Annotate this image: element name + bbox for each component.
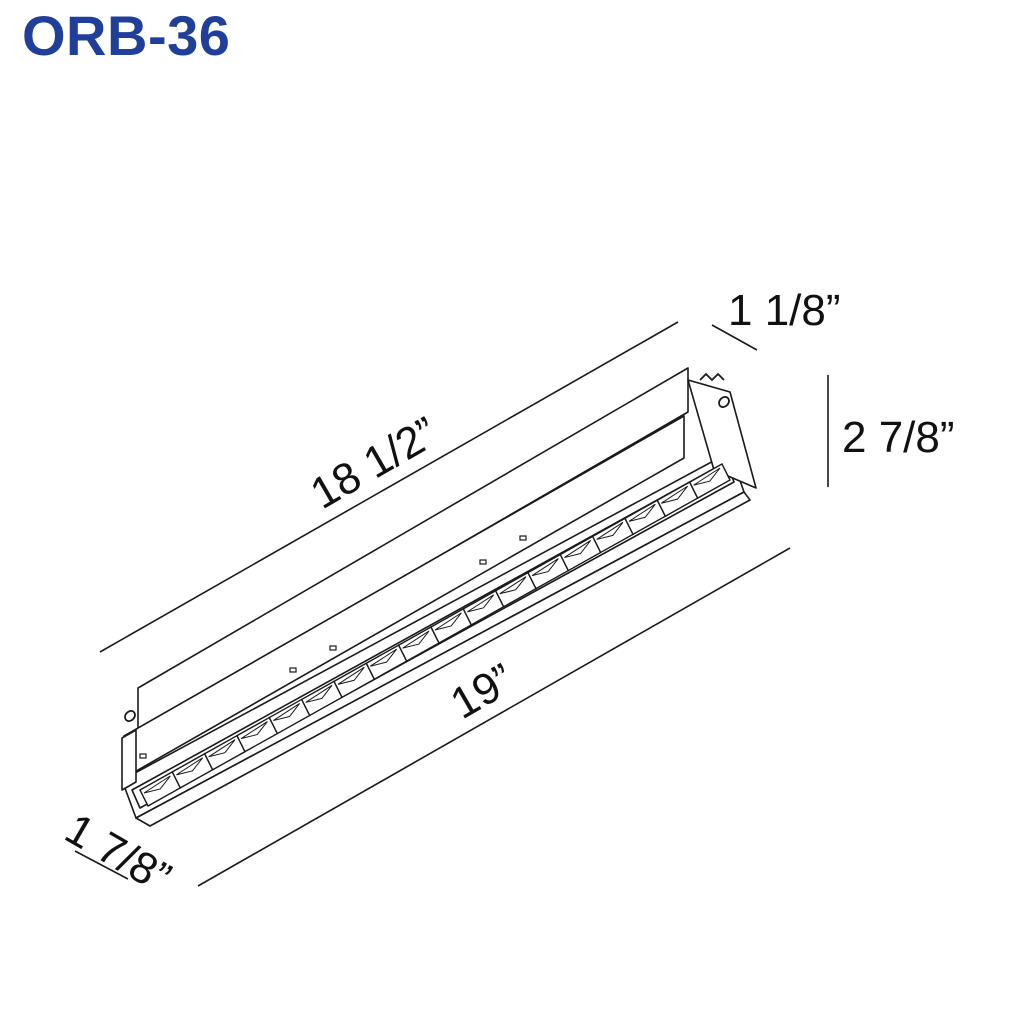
product-title: ORB-36 — [22, 4, 231, 67]
slot-mark — [329, 645, 337, 651]
louver-reflector — [305, 684, 333, 703]
end-cap — [687, 379, 757, 489]
louver-reflector — [240, 721, 268, 740]
spring-clips — [124, 372, 730, 722]
louver-reflector — [628, 503, 656, 522]
aperture — [131, 461, 735, 809]
louver-reflector — [370, 648, 398, 667]
louver-reflector — [693, 467, 721, 486]
spring-clip-right — [699, 372, 730, 408]
louver-reflector — [143, 775, 171, 794]
spring-clip-left — [124, 710, 136, 722]
louver-reflector — [499, 576, 527, 595]
label-height: 2 7/8” — [842, 413, 955, 462]
louver-reflector — [208, 739, 236, 758]
louver-reflector — [402, 630, 430, 649]
louver-reflector — [531, 558, 559, 577]
louver-reflector — [596, 521, 624, 540]
housing-slots — [139, 535, 527, 759]
dimension-line-top-length — [99, 321, 679, 653]
dimension-line-width — [74, 850, 129, 880]
louver-reflector — [661, 485, 689, 504]
louver-reflector — [564, 540, 592, 559]
louver-reflector — [337, 666, 365, 685]
slot-mark — [479, 559, 487, 565]
dimension-line-depth — [711, 324, 758, 351]
dimension-lines — [74, 321, 829, 887]
label-top-length: 18 1/2” — [303, 408, 446, 519]
mounting-plate — [137, 367, 689, 731]
louver-reflector — [176, 757, 204, 776]
label-bottom-length: 19” — [443, 654, 523, 728]
label-depth: 1 1/8” — [728, 286, 841, 335]
dimension-line-bottom-length — [197, 547, 791, 887]
louver-reflector — [273, 703, 301, 722]
slot-mark — [289, 667, 297, 673]
bottom-lip — [135, 491, 751, 827]
louver-cells — [139, 463, 731, 807]
left-bracket — [121, 729, 137, 791]
slot-mark — [139, 753, 147, 759]
louver-reflector — [467, 594, 495, 613]
louver-reflector — [434, 612, 462, 631]
slot-mark — [519, 535, 527, 541]
